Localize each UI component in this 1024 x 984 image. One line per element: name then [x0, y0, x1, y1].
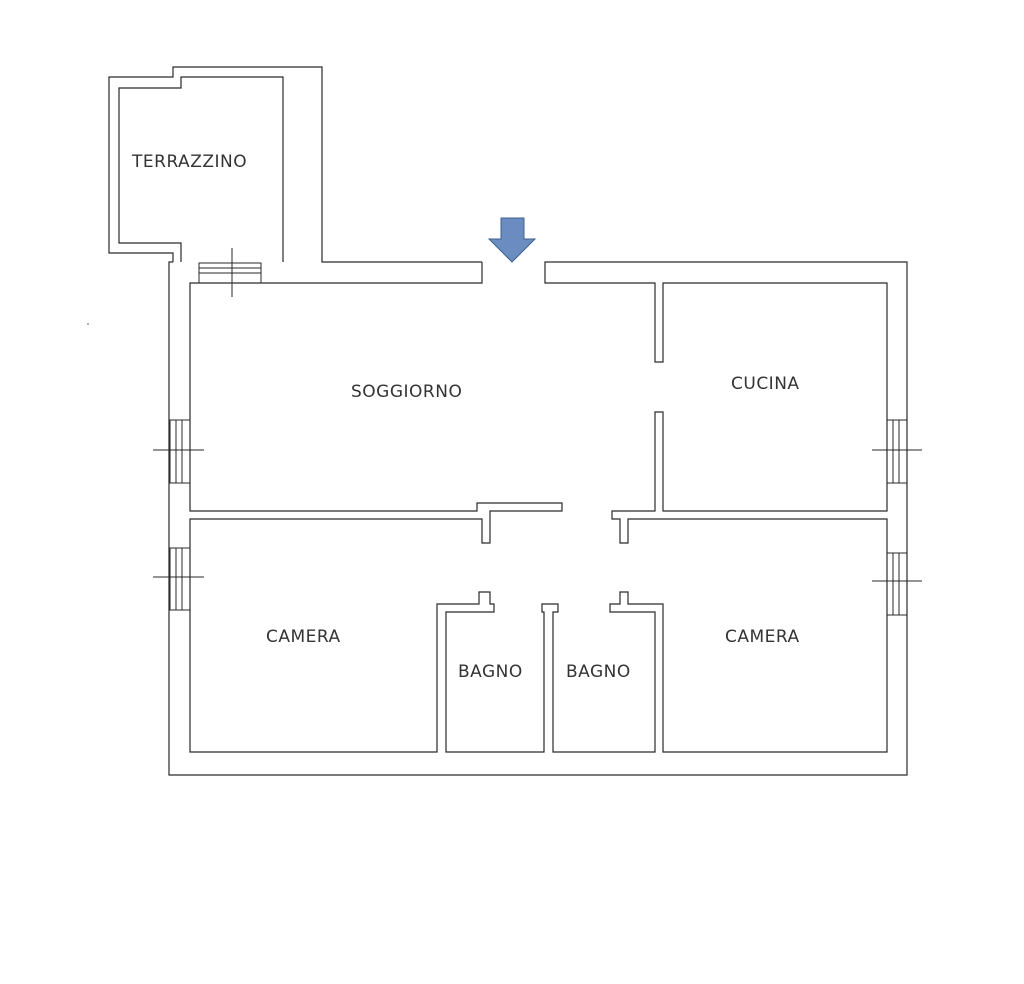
down-arrow-icon: [487, 217, 537, 263]
window-camera-right: [872, 552, 922, 616]
room-label-cucina: CUCINA: [731, 374, 800, 394]
window-soggiorno-left: [153, 419, 204, 484]
window-cucina-right: [872, 419, 922, 484]
stray-dot: [87, 323, 89, 325]
room-label-bagno-right: BAGNO: [566, 662, 631, 682]
window-camera-left: [153, 547, 204, 611]
room-label-bagno-left: BAGNO: [458, 662, 523, 682]
room-label-soggiorno: SOGGIORNO: [351, 382, 463, 402]
room-label-camera-right: CAMERA: [725, 627, 800, 647]
room-label-camera-left: CAMERA: [266, 627, 341, 647]
balcony-window: [198, 248, 262, 297]
room-label-terrazzino: TERRAZZINO: [132, 152, 248, 172]
outer-walls: [168, 261, 908, 776]
terrazzino-walls: [108, 66, 482, 263]
